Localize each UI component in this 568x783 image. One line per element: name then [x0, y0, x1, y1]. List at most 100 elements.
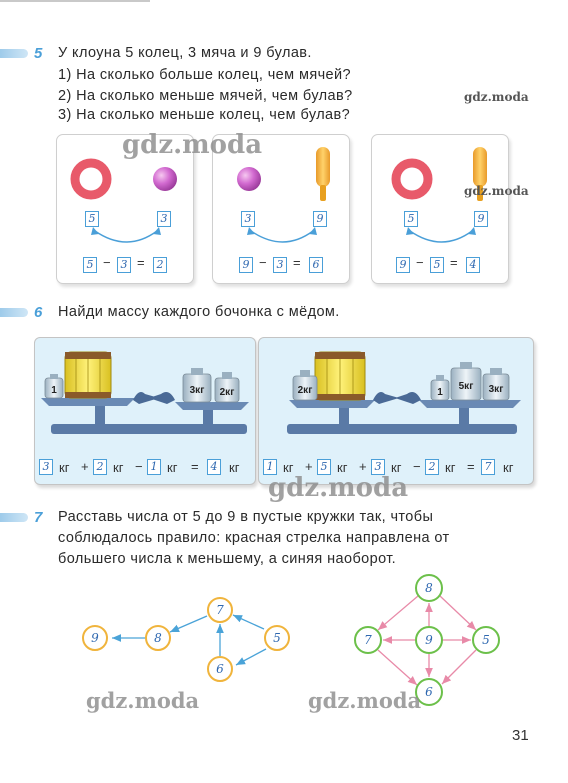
- left-pan: [41, 398, 135, 406]
- eq1-equals: =: [137, 255, 145, 270]
- equals-sign: =: [191, 459, 199, 474]
- balls-vs-clubs-picture: [237, 147, 330, 243]
- club-icon: [316, 147, 330, 187]
- task-7-line-1: Расставь числа от 5 до 9 в пустые кружки…: [58, 509, 434, 525]
- balls-count-tile: 3: [157, 211, 171, 227]
- plus-sign: +: [305, 459, 313, 474]
- clubs-count-tile: 9: [313, 211, 327, 227]
- s1-term-3: 1: [147, 459, 161, 475]
- node-7: [354, 626, 382, 654]
- top-edge-line: [0, 0, 150, 2]
- eq2-term-a: 9: [239, 257, 253, 273]
- unit-kg: кг: [445, 460, 456, 475]
- task-7-line-3: большего числа к меньшему, а синяя наобо…: [58, 551, 397, 567]
- scale-1-picture: 1 3кг 2кг: [41, 351, 249, 434]
- node-7: [207, 597, 233, 623]
- watermark-big-4: gdz.moda: [308, 688, 422, 713]
- s1-term-1: 3: [39, 459, 53, 475]
- svg-text:5: 5: [482, 633, 490, 647]
- watermark-big-1: gdz.moda: [122, 130, 263, 160]
- task-5-number: 5: [34, 45, 43, 62]
- eq3-term-a: 9: [396, 257, 410, 273]
- right-pan: [419, 400, 521, 408]
- plus-sign: +: [81, 459, 89, 474]
- unit-kg: кг: [229, 460, 240, 475]
- svg-text:7: 7: [216, 603, 224, 617]
- task-7-number: 7: [34, 509, 43, 526]
- task-5-panel-3: 5 9 9 − 5 = 4: [371, 134, 509, 284]
- comparison-arrow: [94, 230, 158, 243]
- rings-vs-clubs-picture: [391, 147, 487, 243]
- node-6: [415, 678, 443, 706]
- eq1-result: 2: [153, 257, 167, 273]
- node-9: [82, 625, 108, 651]
- arrow-5-to-6: [235, 648, 267, 666]
- ring-icon: [70, 158, 112, 200]
- comparison-arrow: [409, 230, 473, 243]
- eq2-minus: −: [259, 255, 267, 270]
- graph-1-orange: 9 8 7 5 6: [82, 597, 290, 682]
- page-number: 31: [512, 727, 529, 744]
- scale-base: [51, 424, 247, 434]
- s1-result: 4: [207, 459, 221, 475]
- eq3-term-b: 5: [430, 257, 444, 273]
- task-5-text: У клоуна 5 колец, 3 мяча и 9 булав.: [58, 45, 312, 61]
- task-6-number: 6: [34, 304, 43, 321]
- node-5: [264, 625, 290, 651]
- unit-kg: кг: [283, 460, 294, 475]
- club-icon: [473, 147, 487, 187]
- arrow-6-to-5: [441, 649, 477, 685]
- balls-count-tile: 3: [241, 211, 255, 227]
- svg-text:8: 8: [425, 581, 433, 595]
- eq2-term-b: 3: [273, 257, 287, 273]
- unit-kg: кг: [337, 460, 348, 475]
- task-6-marker: [0, 308, 28, 317]
- rings-count-tile: 5: [404, 211, 418, 227]
- eq1-term-a: 5: [83, 257, 97, 273]
- eq1-minus: −: [103, 255, 111, 270]
- eq2-equals: =: [293, 255, 301, 270]
- svg-text:1: 1: [51, 385, 57, 396]
- watermark-small-2: gdz.moda: [464, 184, 529, 198]
- scale-base: [287, 424, 517, 434]
- task-5-question-3: 3) На сколько меньше колец, чем булав?: [58, 107, 351, 123]
- svg-text:3кг: 3кг: [489, 384, 504, 395]
- scale-2-picture: 2кг 1 5кг 3кг: [287, 351, 521, 434]
- svg-text:1: 1: [437, 387, 443, 398]
- node-8: [145, 625, 171, 651]
- watermark-small-1: gdz.moda: [464, 90, 529, 104]
- task-5-question-2: 2) На сколько меньше мячей, чем булав?: [58, 88, 353, 104]
- unit-kg: кг: [391, 460, 402, 475]
- s2-term-3: 3: [371, 459, 385, 475]
- watermark-big-3: gdz.moda: [86, 688, 200, 713]
- node-8: [415, 574, 443, 602]
- unit-kg: кг: [113, 460, 124, 475]
- comparison-arrow: [250, 230, 314, 243]
- eq1-term-b: 3: [117, 257, 131, 273]
- svg-text:8: 8: [154, 631, 162, 645]
- arrow-7-to-6: [377, 649, 418, 686]
- equals-sign: =: [467, 459, 475, 474]
- task-5-panel-1: 5 3 5 − 3 = 2: [56, 134, 194, 284]
- rings-count-tile: 5: [85, 211, 99, 227]
- s2-term-4: 2: [425, 459, 439, 475]
- svg-text:6: 6: [216, 662, 224, 676]
- s2-result: 7: [481, 459, 495, 475]
- rings-vs-balls-picture: [70, 158, 177, 243]
- arrow-7-to-8: [169, 615, 208, 633]
- s1-term-2: 2: [93, 459, 107, 475]
- right-pan: [175, 402, 249, 410]
- unit-kg: кг: [59, 460, 70, 475]
- svg-text:6: 6: [425, 685, 433, 699]
- ball-icon: [237, 167, 261, 191]
- ring-icon: [391, 158, 433, 200]
- arrow-8-to-7: [377, 595, 419, 631]
- minus-sign: −: [413, 459, 421, 474]
- eq2-result: 6: [309, 257, 323, 273]
- task-5-marker: [0, 49, 28, 58]
- svg-text:5кг: 5кг: [459, 381, 474, 392]
- eq3-equals: =: [450, 255, 458, 270]
- svg-text:9: 9: [425, 633, 433, 647]
- unit-kg: кг: [167, 460, 178, 475]
- node-9: [415, 626, 443, 654]
